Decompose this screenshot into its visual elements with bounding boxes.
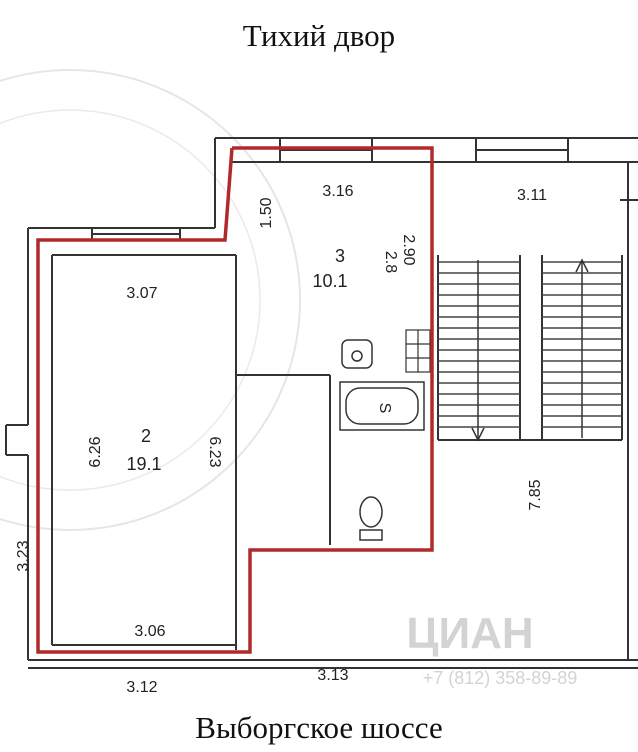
dim-outer-bottom-mid: 3.13 (317, 667, 348, 684)
street-name-top: Тихий двор (242, 18, 396, 53)
sink-icon (341, 339, 373, 369)
dim-room2-top: 3.07 (126, 285, 157, 302)
bath-mark: S (376, 403, 393, 414)
svg-text:ЦИАН: ЦИАН (406, 609, 533, 658)
building-walls (5, 137, 638, 669)
street-name-bottom: Выборгское шоссе (195, 710, 443, 745)
bathtub-icon (339, 381, 425, 431)
room-3-area: 10.1 (312, 271, 347, 291)
room-3-number: 3 (335, 246, 345, 266)
room-2-area: 19.1 (126, 454, 161, 474)
stair-arrow-down (471, 260, 485, 442)
dim-room3-right-small: 2.8 (382, 251, 399, 273)
toilet-icon (359, 496, 383, 541)
dim-outer-bottom-left: 3.12 (126, 679, 157, 696)
room-2-number: 2 (141, 426, 151, 446)
stove-icon (405, 329, 431, 373)
dim-room3-left: 1.50 (258, 197, 275, 228)
apartment-outline (36, 146, 434, 654)
staircase (438, 261, 622, 428)
dim-stair-depth: 7.85 (527, 479, 544, 510)
cian-watermark: ЦИАН +7 (812) 358-89-89 (406, 609, 577, 688)
dim-room3-right: 2.90 (400, 234, 417, 265)
dim-stair-top: 3.11 (517, 187, 547, 204)
stair-arrow-up (575, 258, 589, 438)
dim-outer-left: 3.23 (15, 540, 32, 571)
dim-room2-right: 6.23 (206, 436, 223, 467)
seal-watermark (0, 69, 301, 531)
svg-text:+7 (812) 358-89-89: +7 (812) 358-89-89 (423, 668, 578, 688)
dim-room3-top: 3.16 (322, 183, 353, 200)
dim-room2-left: 6.26 (87, 436, 104, 467)
dim-room2-bottom: 3.06 (134, 623, 165, 640)
